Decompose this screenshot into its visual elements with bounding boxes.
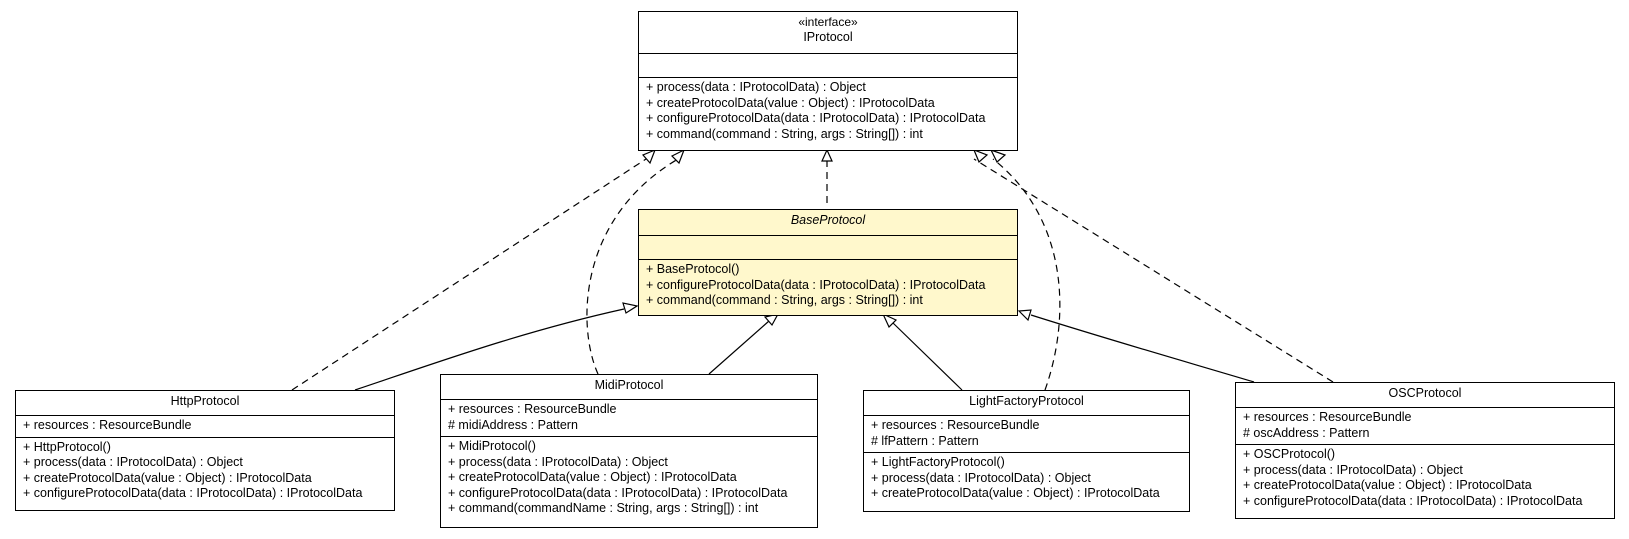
- attribute: + resources : ResourceBundle: [448, 402, 617, 416]
- operation: + process(data : IProtocolData) : Object: [646, 80, 866, 94]
- operation: + createProtocolData(value : Object) : I…: [448, 470, 737, 484]
- operation: + process(data : IProtocolData) : Object: [1243, 462, 1463, 477]
- class-midiprotocol[interactable]: MidiProtocol + resources : ResourceBundl…: [440, 374, 818, 528]
- operation: + process(data : IProtocolData) : Object: [23, 455, 243, 469]
- arrowhead-icon: [989, 148, 1007, 163]
- class-header: HttpProtocol: [16, 391, 394, 416]
- attributes-section: [639, 236, 1017, 260]
- operation: + LightFactoryProtocol(): [871, 455, 1005, 469]
- attribute: # oscAddress : Pattern: [1243, 425, 1370, 440]
- arrowhead-icon: [641, 148, 657, 165]
- stereotype-label: «interface»: [798, 15, 858, 29]
- operation: + configureProtocolData(data : IProtocol…: [1243, 493, 1583, 508]
- attributes-section: [639, 54, 1017, 78]
- operation: + command(commandName : String, args : S…: [448, 501, 759, 515]
- operations-section: + LightFactoryProtocol() + process(data …: [864, 453, 1189, 505]
- operations-section: + OSCProtocol() + process(data : IProtoc…: [1236, 445, 1614, 512]
- operations-section: + HttpProtocol() + process(data : IProto…: [16, 438, 394, 505]
- operation: + process(data : IProtocolData) : Object: [871, 470, 1091, 485]
- operation: + HttpProtocol(): [23, 439, 111, 454]
- attributes-section: + resources : ResourceBundle # lfPattern…: [864, 416, 1189, 453]
- class-httpprotocol[interactable]: HttpProtocol + resources : ResourceBundl…: [15, 390, 395, 511]
- class-header: OSCProtocol: [1236, 383, 1614, 408]
- class-name: IProtocol: [803, 30, 853, 44]
- attribute: # midiAddress : Pattern: [448, 417, 578, 432]
- operation: + command(command : String, args : Strin…: [646, 126, 923, 141]
- operations-section: + BaseProtocol() + configureProtocolData…: [639, 260, 1017, 312]
- class-lightfactoryprotocol[interactable]: LightFactoryProtocol + resources : Resou…: [863, 390, 1190, 512]
- attributes-section: + resources : ResourceBundle: [16, 416, 394, 438]
- operation: + configureProtocolData(data : IProtocol…: [448, 485, 788, 500]
- arrowhead-icon: [881, 312, 898, 329]
- generalization-http-base: [354, 308, 625, 391]
- realization-osc-iprotocol: [973, 158, 1334, 383]
- generalization-midi-base: [708, 320, 770, 375]
- class-header: «interface» IProtocol: [639, 12, 1017, 54]
- class-name: BaseProtocol: [790, 213, 866, 227]
- attribute: # lfPattern : Pattern: [871, 433, 979, 448]
- attribute: + resources : ResourceBundle: [23, 418, 192, 432]
- arrowhead-icon: [670, 148, 686, 165]
- operations-section: + MidiProtocol() + process(data : IProto…: [441, 437, 817, 520]
- arrowhead-icon: [821, 148, 833, 162]
- class-baseprotocol[interactable]: BaseProtocol + BaseProtocol() + configur…: [638, 209, 1018, 316]
- arrowhead-icon: [622, 302, 639, 314]
- class-name: LightFactoryProtocol: [969, 394, 1084, 408]
- class-iprotocol[interactable]: «interface» IProtocol + process(data : I…: [638, 11, 1018, 151]
- operation: + createProtocolData(value : Object) : I…: [646, 95, 935, 110]
- operation: + OSCProtocol(): [1243, 447, 1336, 461]
- operation: + process(data : IProtocolData) : Object: [448, 454, 668, 469]
- class-header: LightFactoryProtocol: [864, 391, 1189, 416]
- operation: + configureProtocolData(data : IProtocol…: [646, 277, 986, 292]
- operation: + command(command : String, args : Strin…: [646, 293, 923, 307]
- generalization-light-base: [892, 322, 963, 391]
- attributes-section: + resources : ResourceBundle # oscAddres…: [1236, 408, 1614, 445]
- realization-midi-iprotocol: [586, 158, 679, 375]
- operation: + BaseProtocol(): [646, 262, 740, 276]
- class-name: HttpProtocol: [170, 394, 240, 408]
- operation: + configureProtocolData(data : IProtocol…: [23, 486, 363, 500]
- class-oscprotocol[interactable]: OSCProtocol + resources : ResourceBundle…: [1235, 382, 1615, 519]
- class-header: MidiProtocol: [441, 375, 817, 400]
- realization-http-iprotocol: [291, 158, 647, 391]
- class-name: MidiProtocol: [594, 378, 664, 392]
- attribute: + resources : ResourceBundle: [1243, 410, 1412, 424]
- arrowhead-icon: [1017, 309, 1032, 322]
- operation: + configureProtocolData(data : IProtocol…: [646, 111, 986, 125]
- arrowhead-icon: [972, 148, 989, 164]
- operation: + createProtocolData(value : Object) : I…: [1243, 478, 1532, 492]
- generalization-osc-base: [1030, 314, 1255, 383]
- operations-section: + process(data : IProtocolData) : Object…: [639, 78, 1017, 145]
- attribute: + resources : ResourceBundle: [871, 418, 1040, 432]
- class-header: BaseProtocol: [639, 210, 1017, 236]
- operation: + MidiProtocol(): [448, 439, 536, 453]
- operation: + createProtocolData(value : Object) : I…: [23, 470, 312, 485]
- operation: + createProtocolData(value : Object) : I…: [871, 486, 1160, 500]
- realization-light-iprotocol: [992, 158, 1061, 391]
- class-name: OSCProtocol: [1388, 386, 1462, 400]
- attributes-section: + resources : ResourceBundle # midiAddre…: [441, 400, 817, 437]
